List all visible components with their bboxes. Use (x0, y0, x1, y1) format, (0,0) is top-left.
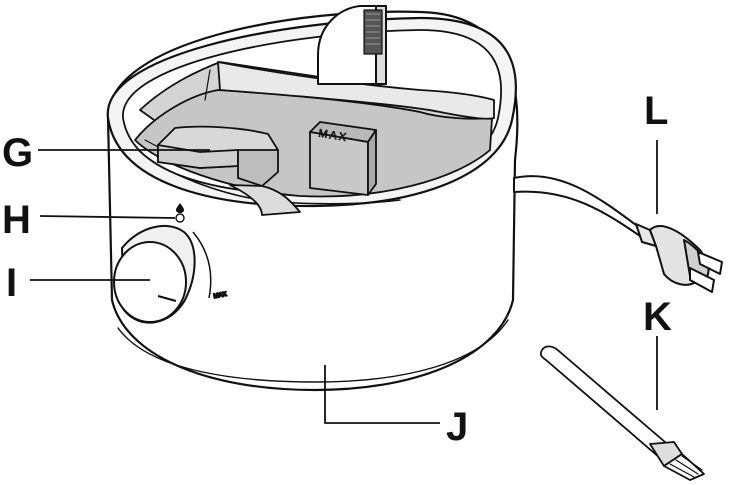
callout-J: J (446, 405, 468, 449)
callout-labels: G H I J K L (2, 89, 672, 449)
max-block-side (367, 129, 377, 196)
dial-knob (113, 241, 187, 323)
leader-lines (30, 140, 658, 424)
indicator-light (175, 203, 185, 223)
callout-G: G (2, 131, 33, 175)
humidifier-base (106, 10, 519, 392)
brush-handle (539, 345, 673, 459)
dial-scale-arc (192, 231, 212, 299)
tank-max-marking: MAX (317, 128, 348, 145)
plug-prong-top (697, 251, 723, 275)
callout-H: H (2, 198, 31, 242)
brush-bristles (663, 453, 705, 481)
mist-nozzle (317, 5, 387, 85)
float-block (157, 125, 301, 216)
dial-pointer (157, 294, 177, 303)
indicator-water-drop-icon (176, 203, 184, 213)
max-level-block: MAX (309, 121, 377, 196)
cord (513, 175, 647, 241)
power-cord (513, 175, 723, 293)
leader-line-H (39, 215, 176, 219)
callout-L: L (644, 89, 668, 133)
dial-max-marking: MAX (213, 292, 227, 300)
cleaning-brush (539, 345, 705, 481)
callout-I: I (6, 261, 17, 305)
callout-K: K (643, 295, 672, 339)
float-ramp (229, 184, 301, 216)
control-dial: MAX (113, 224, 228, 324)
float-right (237, 149, 279, 187)
plug-prong-bottom (689, 267, 715, 293)
base-bottom-band (117, 319, 509, 383)
leader-line-J (324, 365, 440, 424)
indicator-light-ring (175, 213, 185, 223)
